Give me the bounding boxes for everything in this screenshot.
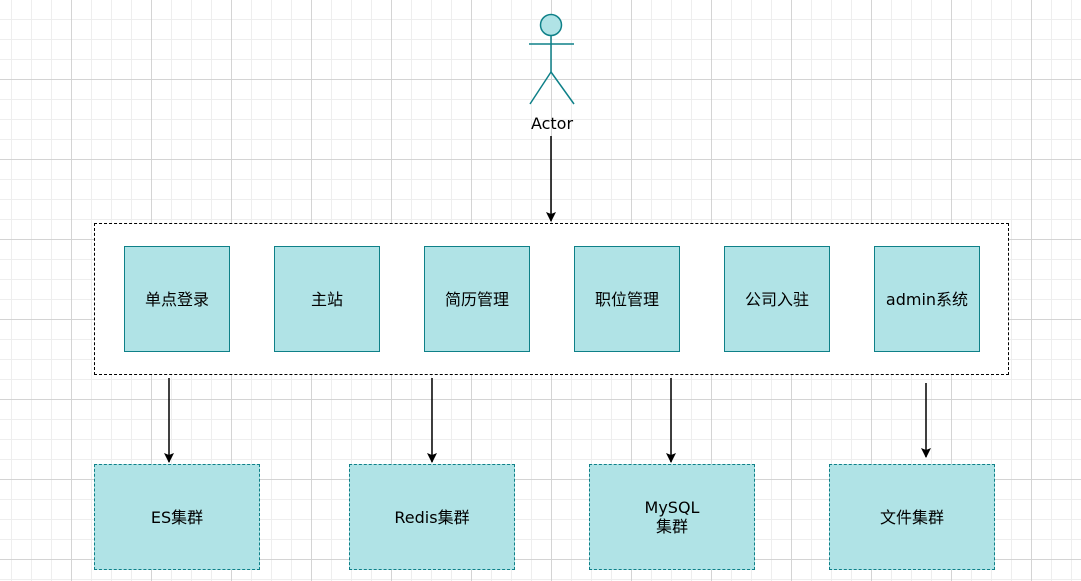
cluster-redis[interactable]: Redis集群 (349, 464, 515, 570)
cluster-redis-label: Redis集群 (394, 507, 470, 527)
actor-right-leg (550, 71, 575, 105)
cluster-file[interactable]: 文件集群 (829, 464, 995, 570)
actor-head (539, 13, 563, 37)
cluster-es[interactable]: ES集群 (94, 464, 260, 570)
service-admin-system-label: admin系统 (885, 289, 969, 309)
actor-figure[interactable] (529, 13, 575, 105)
service-sso[interactable]: 单点登录 (124, 246, 230, 352)
service-job-management-label: 职位管理 (594, 289, 659, 309)
cluster-mysql-label: MySQL 集群 (644, 498, 700, 536)
service-company-onboarding[interactable]: 公司入驻 (724, 246, 830, 352)
service-resume-management-label: 简历管理 (444, 289, 509, 309)
service-main-site-label: 主站 (310, 289, 343, 309)
service-resume-management[interactable]: 简历管理 (424, 246, 530, 352)
actor-left-leg (529, 71, 552, 105)
service-job-management[interactable]: 职位管理 (574, 246, 680, 352)
actor-label: Actor (530, 114, 574, 133)
service-sso-label: 单点登录 (144, 289, 209, 309)
service-admin-system[interactable]: admin系统 (874, 246, 980, 352)
service-company-onboarding-label: 公司入驻 (744, 289, 809, 309)
cluster-es-label: ES集群 (150, 507, 204, 527)
service-main-site[interactable]: 主站 (274, 246, 380, 352)
cluster-file-label: 文件集群 (879, 507, 944, 527)
services-group-container[interactable] (94, 223, 1009, 375)
cluster-mysql[interactable]: MySQL 集群 (589, 464, 755, 570)
